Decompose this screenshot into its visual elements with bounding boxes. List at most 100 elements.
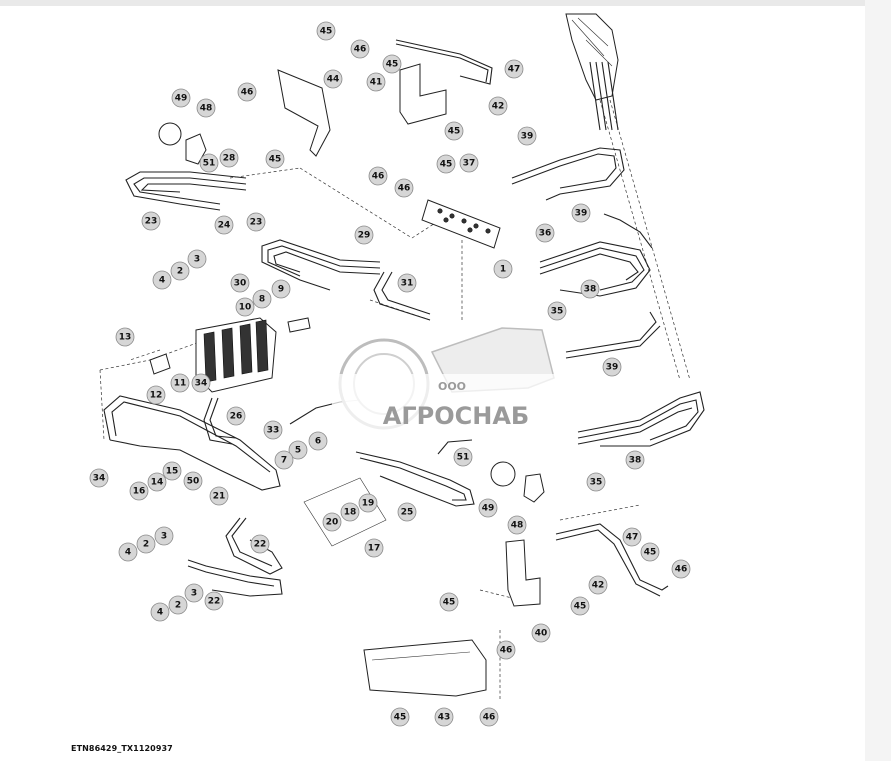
callout-10: 10 <box>235 297 255 317</box>
callout-label: 2 <box>175 601 181 611</box>
bracket-41 <box>399 63 447 125</box>
callout-label: 12 <box>150 391 163 401</box>
callout-45: 45 <box>640 542 660 562</box>
group-box-17 <box>303 477 387 547</box>
callout-45: 45 <box>382 54 402 74</box>
callout-13: 13 <box>115 327 135 347</box>
callout-4: 4 <box>150 602 170 622</box>
callout-14: 14 <box>147 472 167 492</box>
callout-39: 39 <box>517 126 537 146</box>
callout-26: 26 <box>226 406 246 426</box>
callout-3: 3 <box>154 526 174 546</box>
callout-label: 4 <box>159 276 165 286</box>
callout-29: 29 <box>354 225 374 245</box>
callout-51: 51 <box>199 153 219 173</box>
cover-plate-43 <box>363 639 487 697</box>
hose-loop-22-lower <box>187 559 283 597</box>
callout-label: 3 <box>194 255 200 265</box>
callout-35: 35 <box>547 301 567 321</box>
callout-label: 31 <box>401 279 414 289</box>
bracket-40 <box>505 539 541 607</box>
callout-label: 2 <box>177 267 183 277</box>
callout-11: 11 <box>170 373 190 393</box>
callout-39: 39 <box>571 203 591 223</box>
callout-label: 51 <box>457 453 470 463</box>
tube-42-top <box>395 39 493 85</box>
callout-35: 35 <box>586 472 606 492</box>
callout-1: 1 <box>493 259 513 279</box>
callout-label: 45 <box>440 160 453 170</box>
callout-46: 46 <box>350 39 370 59</box>
hose-loop-50 <box>103 395 281 491</box>
callout-label: 39 <box>606 363 619 373</box>
callout-21: 21 <box>209 486 229 506</box>
callout-label: 33 <box>267 426 280 436</box>
callout-37: 37 <box>459 153 479 173</box>
bracket-44 <box>277 69 331 157</box>
tube-42-bottom <box>555 523 669 591</box>
callout-label: 7 <box>281 456 287 466</box>
callout-label: 45 <box>644 548 657 558</box>
callout-label: 3 <box>161 532 167 542</box>
callout-label: 17 <box>368 544 381 554</box>
callout-33: 33 <box>263 420 283 440</box>
callout-50: 50 <box>183 471 203 491</box>
callout-label: 37 <box>463 159 476 169</box>
hose-34-26 <box>203 397 233 445</box>
callout-label: 40 <box>535 629 548 639</box>
callout-7: 7 <box>274 450 294 470</box>
callout-49: 49 <box>478 498 498 518</box>
callout-label: 2 <box>143 540 149 550</box>
callout-label: 4 <box>157 608 163 618</box>
callout-22: 22 <box>204 591 224 611</box>
callout-label: 13 <box>119 333 132 343</box>
callout-45: 45 <box>439 592 459 612</box>
callout-42: 42 <box>588 575 608 595</box>
callout-label: 39 <box>575 209 588 219</box>
callout-17: 17 <box>364 538 384 558</box>
callout-label: 48 <box>200 104 213 114</box>
callout-45: 45 <box>265 149 285 169</box>
callout-label: 45 <box>448 127 461 137</box>
callout-41: 41 <box>366 72 386 92</box>
callout-51: 51 <box>453 447 473 467</box>
watermark-line1: ООО <box>438 380 466 393</box>
callout-28: 28 <box>219 148 239 168</box>
callout-label: 11 <box>174 379 187 389</box>
callout-3: 3 <box>184 583 204 603</box>
callout-46: 46 <box>479 707 499 727</box>
o-ring-49-bottom <box>490 461 516 487</box>
callout-2: 2 <box>168 595 188 615</box>
callout-label: 26 <box>230 412 243 422</box>
callout-label: 22 <box>254 540 267 550</box>
callout-label: 23 <box>145 217 158 227</box>
callout-label: 45 <box>386 60 399 70</box>
callout-47: 47 <box>622 527 642 547</box>
fitting-48-bottom <box>523 473 545 503</box>
hose-39-middle <box>565 311 657 353</box>
callout-16: 16 <box>129 481 149 501</box>
control-valve-assembly <box>195 317 277 393</box>
fitting-11 <box>149 353 171 375</box>
callout-label: 43 <box>438 713 451 723</box>
callout-label: 16 <box>133 487 146 497</box>
callout-45: 45 <box>570 596 590 616</box>
callout-label: 45 <box>320 27 333 37</box>
callout-38: 38 <box>580 279 600 299</box>
callout-2: 2 <box>136 534 156 554</box>
watermark-line2: АГРОСНАБ <box>383 402 529 430</box>
callout-40: 40 <box>531 623 551 643</box>
callout-4: 4 <box>152 270 172 290</box>
right-edge-strip <box>865 0 891 761</box>
callout-label: 23 <box>250 218 263 228</box>
callout-label: 42 <box>492 102 505 112</box>
callout-label: 45 <box>574 602 587 612</box>
callout-label: 14 <box>151 478 164 488</box>
callout-label: 46 <box>500 646 513 656</box>
callout-23: 23 <box>141 211 161 231</box>
top-right-mount <box>565 13 619 131</box>
callout-label: 49 <box>482 504 495 514</box>
callout-label: 50 <box>187 477 200 487</box>
